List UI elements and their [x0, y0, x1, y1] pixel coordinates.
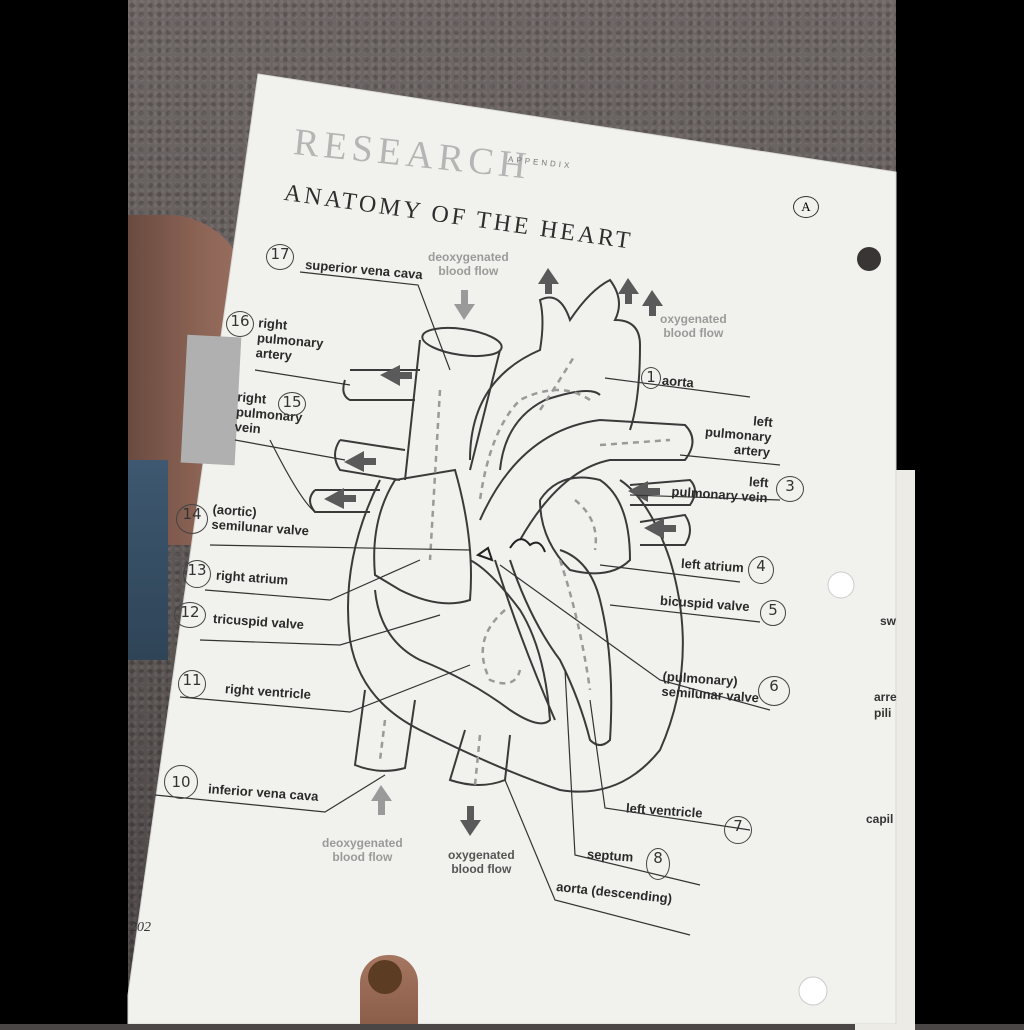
number-right-ventricle: 11: [178, 670, 206, 698]
adjacent-page-text: arre: [874, 690, 897, 704]
flow-label-bottom-deoxygenated: deoxygenated blood flow: [322, 836, 403, 864]
label-aorta: aorta: [661, 372, 695, 391]
thumbnail-nail: [368, 960, 402, 994]
number-tricuspid-valve: 12: [174, 602, 206, 628]
flow-label-top-oxygenated: oxygenated blood flow: [660, 312, 727, 340]
label-right-pulmonary-artery: right pulmonary artery: [255, 315, 324, 364]
number-inferior-vena-cava: 10: [164, 765, 198, 799]
number-right-pulmonary-artery: 16: [226, 311, 254, 337]
number-left-ventricle: 7: [724, 816, 752, 844]
adjacent-page-text: sw: [880, 614, 897, 628]
right-border: [896, 0, 1024, 1024]
flow-label-top-deoxygenated: deoxygenated blood flow: [428, 250, 509, 278]
number-left-atrium: 4: [748, 556, 774, 584]
number-right-pulmonary-vein: 15: [278, 392, 306, 416]
left-border: [0, 0, 128, 1024]
label-septum: septum: [586, 846, 634, 865]
jeans: [128, 460, 168, 660]
page-number: 202: [130, 920, 151, 935]
number-bicuspid-valve: 5: [760, 600, 786, 626]
number-left-pulmonary-vein: 3: [776, 476, 804, 502]
appendix-badge: A: [793, 196, 819, 218]
adjacent-page-text: capil: [866, 812, 894, 826]
flow-label-bottom-oxygenated: oxygenated blood flow: [448, 848, 515, 876]
number-superior-vena-cava: 17: [266, 244, 294, 270]
number-pulmonary-semilunar-valve: 6: [758, 676, 790, 706]
number-right-atrium: 13: [183, 560, 211, 588]
number-septum: 8: [646, 848, 670, 880]
number-aorta: 1: [641, 367, 661, 389]
number-aortic-semilunar-valve: 14: [176, 504, 208, 534]
label-left-pulmonary-artery: left pulmonary artery: [704, 413, 774, 460]
adjacent-page-text: pili: [874, 706, 892, 720]
